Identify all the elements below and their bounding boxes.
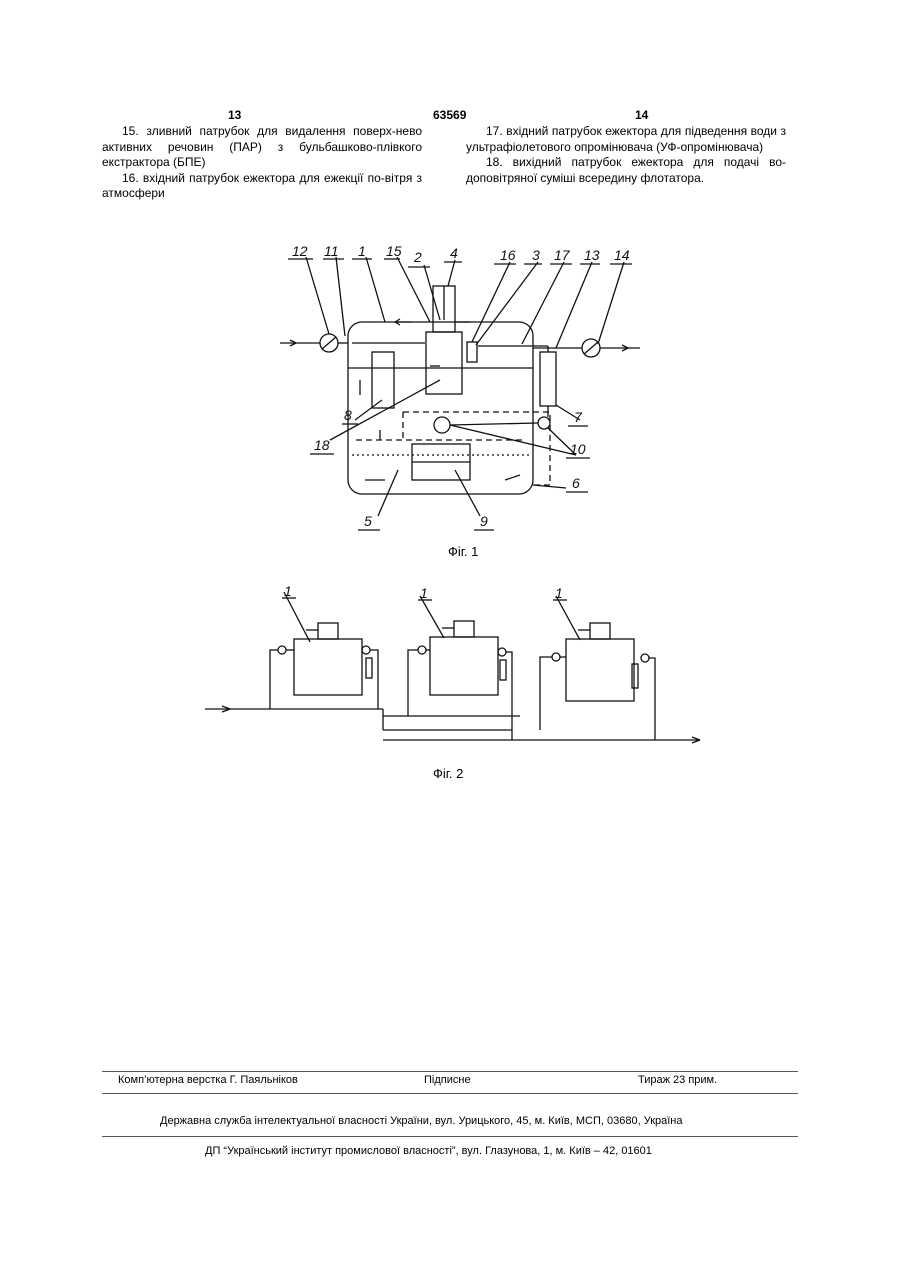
pump-icon [434,417,450,433]
pipe-16 [467,342,477,362]
label-13: 13 [584,247,600,263]
figure-1-caption: Фіг. 1 [448,544,478,559]
unit-1a [294,639,362,695]
footer-rule-top [102,1071,798,1072]
label-17: 17 [554,247,571,263]
label-unit-1a: 1 [284,583,292,599]
label-7: 7 [574,409,583,425]
pump-small-icon [538,417,550,429]
footer-rule-bottom [102,1136,798,1137]
footer-office: Державна служба інтелектуальної власност… [160,1115,683,1127]
label-16: 16 [500,247,516,263]
label-4: 4 [450,245,458,261]
label-10: 10 [570,441,586,457]
footer-signed: Підписне [424,1074,471,1086]
label-unit-1b: 1 [420,585,428,601]
label-8: 8 [344,407,352,423]
label-unit-1c: 1 [555,585,563,601]
label-11: 11 [324,243,339,259]
unit-1b [430,637,498,695]
figure-2-caption: Фіг. 2 [433,766,463,781]
footer-rule-middle [102,1093,798,1094]
footer-institute: ДП “Український інститут промислової вла… [205,1145,652,1157]
label-2: 2 [413,249,422,265]
label-15: 15 [386,243,402,259]
label-12: 12 [292,243,308,259]
bubble-film-extractor [372,352,394,408]
uv-irradiator [540,352,556,406]
footer-layout: Комп’ютерна верстка Г. Паяльніков [118,1074,298,1086]
label-9: 9 [480,513,488,529]
label-14: 14 [614,247,630,263]
label-1: 1 [358,243,366,259]
unit-1c [566,639,634,701]
figure-2-diagram [205,592,700,743]
footer-circulation: Тираж 23 прим. [638,1074,717,1086]
figure-1-diagram [280,257,640,530]
label-6: 6 [572,475,580,491]
label-18: 18 [314,437,330,453]
label-5: 5 [364,513,372,529]
label-3: 3 [532,247,540,263]
